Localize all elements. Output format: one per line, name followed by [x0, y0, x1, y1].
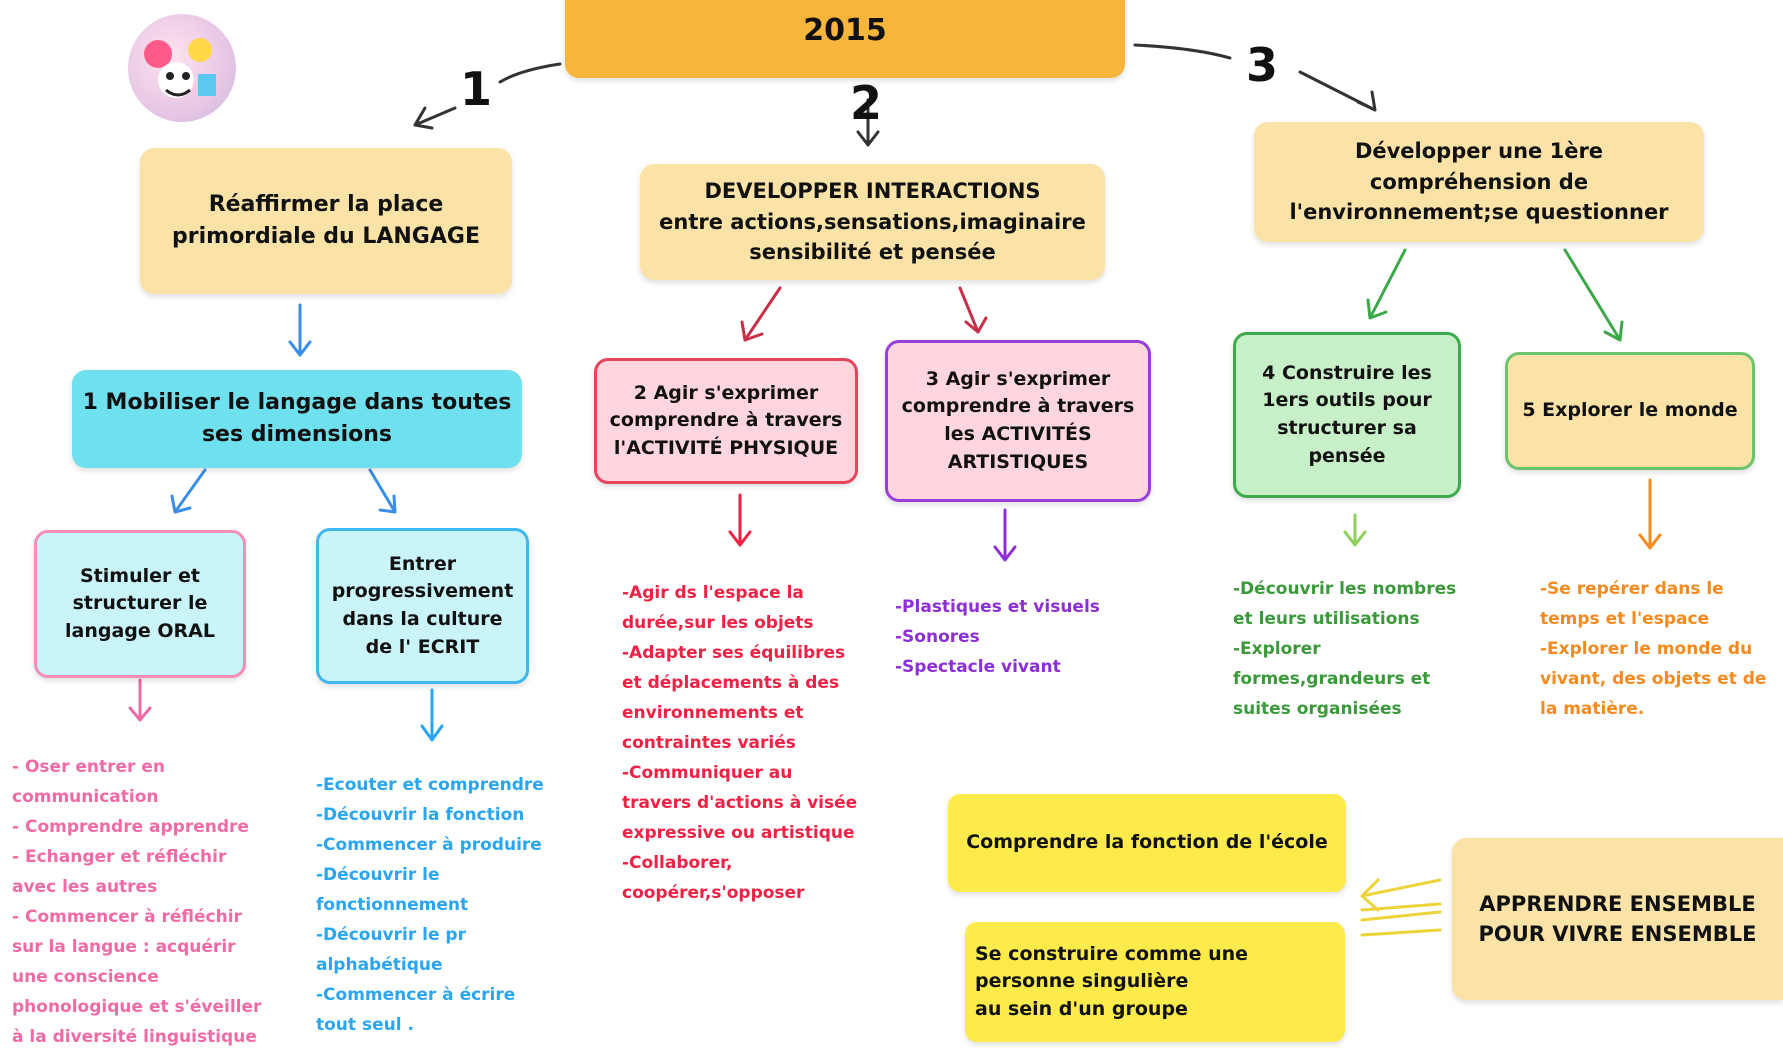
- domain-4-outils: 4 Construire les 1ers outils pour struct…: [1233, 332, 1461, 498]
- domain-2-physique: 2 Agir s'exprimer comprendre à travers l…: [594, 358, 858, 484]
- branch-langage-text: Réaffirmer la place primordiale du LANGA…: [172, 192, 480, 249]
- arrow-d3-list: [993, 508, 1017, 562]
- arrow-b2-d2: [740, 286, 782, 342]
- arrow-oral-list: [128, 678, 152, 722]
- list-ecrit: -Ecouter et comprendre -Découvrir la fon…: [316, 775, 544, 1035]
- box-fonction-ecole-text: Comprendre la fonction de l'école: [966, 831, 1328, 854]
- box-apprendre-ensemble: APPRENDRE ENSEMBLE POUR VIVRE ENSEMBLE: [1452, 838, 1783, 1000]
- branch-number-1: 1: [460, 62, 493, 116]
- box-personne-text: Se construire comme une personne singuli…: [975, 942, 1249, 1020]
- arrow-d1-oral: [170, 468, 207, 514]
- list-monde: -Se repérer dans le temps et l'espace -E…: [1540, 579, 1767, 719]
- branch-interactions-text: DEVELOPPER INTERACTIONS entre actions,se…: [659, 179, 1086, 265]
- arrow-b2-d3: [958, 286, 988, 334]
- arrow-ensemble-personne: [1360, 910, 1442, 937]
- domain-3-artistique: 3 Agir s'exprimer comprendre à travers l…: [885, 340, 1151, 502]
- domain-4-text: 4 Construire les 1ers outils pour struct…: [1262, 361, 1432, 467]
- title-text: 2015: [803, 12, 887, 48]
- branch-interactions: DEVELOPPER INTERACTIONS entre actions,se…: [640, 164, 1105, 280]
- arrow-d5-list: [1638, 478, 1662, 550]
- domain-5-text: 5 Explorer le monde: [1522, 399, 1738, 422]
- list-oral: - Oser entrer en communication - Compren…: [12, 757, 262, 1047]
- arrow-2: [856, 98, 880, 147]
- subdomain-oral: Stimuler et structurer le langage ORAL: [34, 530, 246, 678]
- list-physique: -Agir ds l'espace la durée,sur les objet…: [622, 583, 858, 903]
- branch-langage: Réaffirmer la place primordiale du LANGA…: [140, 148, 512, 294]
- branch-number-3: 3: [1246, 38, 1279, 92]
- cartoon-avatar-icon: [144, 38, 216, 98]
- list-artistique: -Plastiques et visuels -Sonores -Spectac…: [895, 597, 1100, 677]
- arrow-ecrit-list: [420, 688, 444, 742]
- domain-2-text: 2 Agir s'exprimer comprendre à travers l…: [609, 381, 843, 459]
- box-ensemble-text: APPRENDRE ENSEMBLE POUR VIVRE ENSEMBLE: [1478, 891, 1757, 946]
- arrow-b1-d1: [288, 303, 312, 357]
- subdomain-ecrit: Entrer progressivement dans la culture d…: [316, 528, 529, 684]
- arrow-b3-d5: [1563, 248, 1624, 342]
- arrow-ensemble-ecole: [1360, 878, 1442, 912]
- arrow-1-head: [413, 106, 457, 130]
- arrow-3: [1298, 70, 1377, 112]
- arrow-title-to-1: [498, 62, 562, 84]
- branch-environnement: Développer une 1ère compréhension de l'e…: [1254, 122, 1704, 242]
- box-fonction-ecole: Comprendre la fonction de l'école: [948, 794, 1346, 892]
- arrow-b3-d4: [1366, 248, 1407, 320]
- subdomain-oral-text: Stimuler et structurer le langage ORAL: [65, 564, 215, 642]
- domain-1-text: 1 Mobiliser le langage dans toutes ses d…: [82, 390, 512, 447]
- title-box: 2015: [565, 0, 1125, 78]
- arrow-d1-ecrit: [368, 468, 397, 514]
- branch-environnement-text: Développer une 1ère compréhension de l'e…: [1289, 139, 1669, 225]
- arrow-d4-list: [1343, 513, 1367, 547]
- arrow-title-to-3: [1133, 43, 1232, 60]
- domain-3-text: 3 Agir s'exprimer comprendre à travers l…: [901, 367, 1135, 473]
- avatar: [128, 14, 236, 122]
- domain-1-langage: 1 Mobiliser le langage dans toutes ses d…: [72, 370, 522, 468]
- arrow-d2-list: [728, 493, 752, 547]
- box-personne-singuliere: Se construire comme une personne singuli…: [965, 922, 1345, 1042]
- subdomain-ecrit-text: Entrer progressivement dans la culture d…: [331, 552, 514, 658]
- list-outils: -Découvrir les nombres et leurs utilisat…: [1233, 579, 1457, 719]
- branch-number-2: 2: [850, 76, 883, 130]
- domain-5-monde: 5 Explorer le monde: [1505, 352, 1755, 470]
